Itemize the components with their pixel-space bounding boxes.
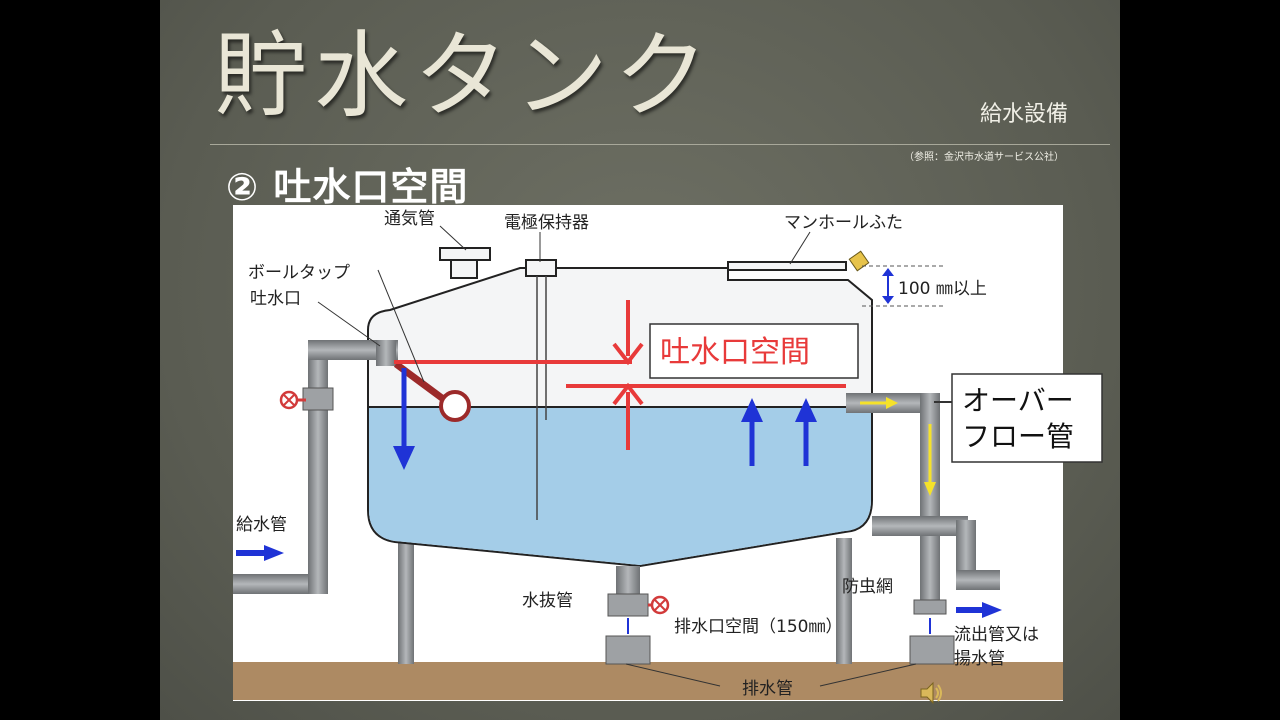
supply-pipe-horizontal [233, 574, 323, 594]
vent-cap [439, 247, 491, 261]
water-rise-arrowhead-2 [795, 398, 817, 422]
drain-valve-body [607, 593, 649, 617]
label-electrode-holder: 電極保持器 [504, 213, 589, 233]
slide-subtitle: ② 吐水口空間 [226, 165, 469, 209]
spout-pipe [376, 340, 396, 366]
clearance-arrowhead-down [882, 296, 894, 304]
leader-spout [317, 301, 381, 347]
air-gap-label-box [649, 323, 859, 379]
tank-water [369, 407, 871, 565]
clearance-arrowhead-up [882, 268, 894, 276]
overflow-pipe-vertical [920, 393, 940, 608]
overflow-arrowhead-horizontal [886, 397, 898, 409]
label-vent-pipe: 通気管 [384, 209, 435, 229]
label-drain-pipe: 排水管 [742, 679, 793, 699]
air-gap-label: 吐水口空間 [660, 335, 810, 370]
supply-pipe-top [308, 340, 398, 360]
leader-drain-2 [819, 663, 917, 687]
supply-pipe-joint [302, 387, 334, 411]
overflow-label-line1: オーバー [962, 384, 1074, 417]
label-spout: 吐水口 [250, 289, 301, 309]
tank-leg-left [398, 538, 414, 664]
outflow-arrow [956, 607, 984, 613]
supply-flow-arrowhead [264, 545, 284, 561]
manhole-cover [727, 261, 847, 271]
label-outflow-1: 流出管又は [954, 625, 1039, 645]
leader-ball-tap [377, 269, 425, 383]
outflow-pipe-end [956, 570, 1000, 590]
title-divider [210, 144, 1110, 145]
outflow-pipe-horizontal [872, 516, 968, 536]
ball-tap-float [439, 390, 471, 422]
label-drain-air-gap: 排水口空間（150㎜） [674, 617, 842, 637]
leader-drain [625, 663, 721, 687]
supply-flow-arrow [236, 550, 266, 556]
supply-valve-icon [279, 390, 306, 410]
air-gap-arrowhead-bottom [612, 382, 644, 406]
drain-funnel-right [909, 635, 955, 665]
drain-funnel-left [605, 635, 651, 665]
label-outflow-2: 揚水管 [954, 649, 1005, 669]
label-clearance: 100 ㎜以上 [898, 279, 987, 299]
label-drain-valve-pipe: 水抜管 [522, 591, 573, 611]
drain-valve-icon [648, 595, 670, 615]
overflow-label-line2: フロー管 [962, 420, 1074, 453]
slide-title: 貯水タンク [214, 22, 715, 131]
air-gap-arrowhead-top [612, 342, 644, 366]
spout-down-arrowhead [393, 446, 415, 470]
leader-manhole [789, 231, 811, 265]
insect-screen-cap [913, 599, 947, 615]
tank-leg-right [836, 538, 852, 664]
outflow-pipe-vertical [956, 520, 976, 586]
electrode-holder [525, 259, 557, 277]
source-credit: （参照：金沢市水道サービス公社） [904, 152, 1064, 163]
leader-vent [439, 225, 467, 251]
supply-pipe-vertical [308, 340, 328, 594]
label-ball-tap: ボールタップ [248, 263, 350, 283]
label-manhole-cover: マンホールふた [784, 213, 903, 233]
outflow-arrowhead [982, 602, 1002, 618]
overflow-label-box [951, 373, 1103, 463]
speaker-icon[interactable] [918, 680, 944, 706]
water-rise-arrowhead-1 [741, 398, 763, 422]
overflow-arrowhead-vertical [924, 482, 936, 496]
label-supply-pipe: 給水管 [236, 515, 287, 535]
category-label: 給水設備 [979, 102, 1068, 127]
label-insect-screen: 防虫網 [842, 577, 893, 597]
